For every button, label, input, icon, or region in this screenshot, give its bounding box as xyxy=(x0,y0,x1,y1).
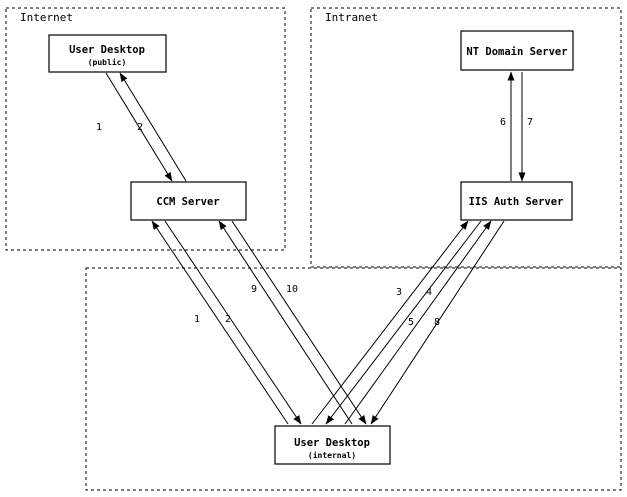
node-box-iis-auth-server xyxy=(460,181,573,221)
flow-arrow-flow-1-internal xyxy=(151,220,289,425)
node-title-ccm-server: CCM Server xyxy=(156,196,219,208)
node-title-user-desktop-public: User Desktop xyxy=(69,44,145,56)
node-iis-auth-server: IIS Auth Server xyxy=(460,181,573,221)
node-title-iis-auth-server: IIS Auth Server xyxy=(469,196,564,208)
zone-boundary-internet xyxy=(5,7,286,251)
flow-labels: 1 2 6 7 1 2 9 10 3 4 5 8 xyxy=(96,117,533,328)
flow-label-flow-1-internal: 1 xyxy=(194,314,200,325)
node-user-desktop-public: User Desktop(public) xyxy=(48,34,167,73)
zone-boundary-intranet xyxy=(310,7,622,268)
flow-label-flow-6: 6 xyxy=(500,117,506,128)
flow-label-flow-5: 5 xyxy=(408,317,414,328)
flow-label-flow-3: 3 xyxy=(396,287,402,298)
flow-arrow-flow-10 xyxy=(231,220,367,425)
flow-arrow-flow-3 xyxy=(311,220,469,425)
node-box-ccm-server xyxy=(130,181,247,221)
flow-arrow-flow-4 xyxy=(325,220,482,425)
node-box-user-desktop-internal xyxy=(274,425,391,465)
flow-label-flow-2-internal: 2 xyxy=(225,314,231,325)
node-title-user-desktop-internal: User Desktop xyxy=(294,437,370,449)
node-ccm-server: CCM Server xyxy=(130,181,247,221)
node-title-nt-domain-server: NT Domain Server xyxy=(466,46,567,58)
node-nt-domain-server: NT Domain Server xyxy=(460,30,574,71)
flow-label-flow-7: 7 xyxy=(527,117,533,128)
flow-label-flow-8: 8 xyxy=(434,317,440,328)
flow-arrows xyxy=(105,71,526,425)
zone-label-internet: Internet xyxy=(20,11,73,24)
node-user-desktop-internal: User Desktop(internal) xyxy=(274,425,391,465)
flow-label-flow-1-public: 1 xyxy=(96,122,102,133)
node-box-nt-domain-server xyxy=(460,30,574,71)
flow-label-flow-10: 10 xyxy=(286,284,298,295)
zone-boundaries: Internet Intranet xyxy=(5,7,622,491)
zone-label-intranet: Intranet xyxy=(325,11,378,24)
flow-arrow-flow-2-internal xyxy=(164,220,302,425)
flow-arrow-flow-5 xyxy=(344,220,492,425)
flow-label-flow-2-public: 2 xyxy=(137,122,143,133)
flow-arrow-flow-9 xyxy=(218,220,353,425)
flow-label-flow-9: 9 xyxy=(251,284,257,295)
node-box-user-desktop-public xyxy=(48,34,167,73)
node-subtitle-user-desktop-internal: (internal) xyxy=(308,450,356,460)
flow-arrow-flow-2-public xyxy=(119,72,187,182)
flow-label-flow-4: 4 xyxy=(426,287,432,298)
node-subtitle-user-desktop-public: (public) xyxy=(88,57,127,67)
flow-arrow-flow-8 xyxy=(370,220,505,425)
flow-arrow-flow-1-public xyxy=(105,72,173,182)
